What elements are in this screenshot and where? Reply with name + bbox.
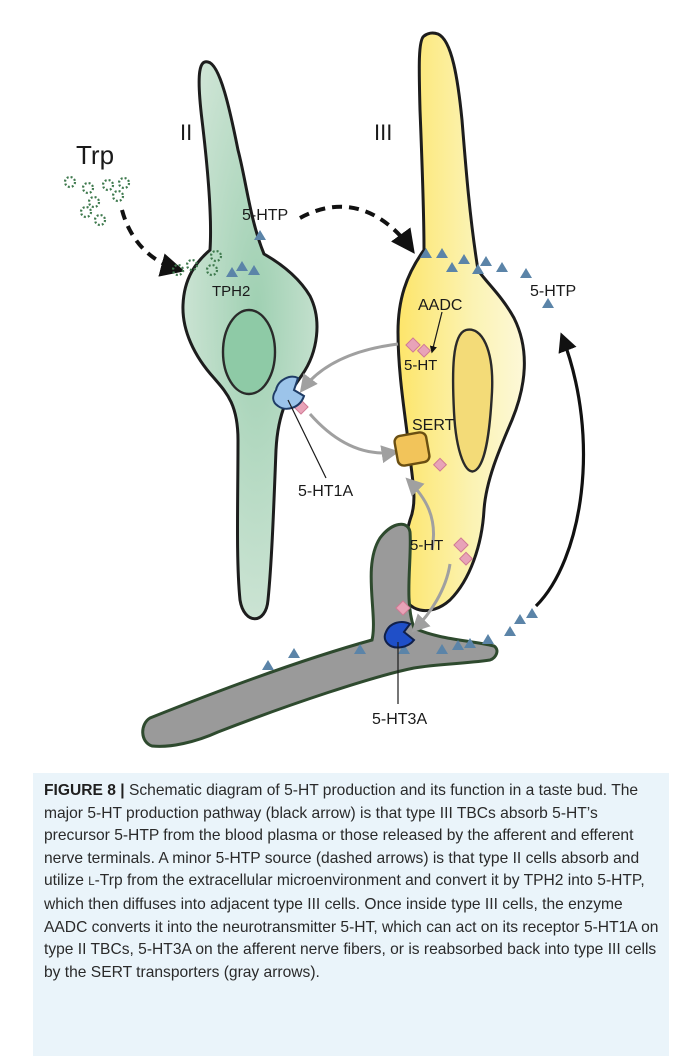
- trp-uptake-arrow: [122, 210, 180, 270]
- 5ht1a-label: 5-HT1A: [298, 483, 353, 500]
- 5ht3a-label: 5-HT3A: [372, 711, 427, 728]
- trp-label: Trp: [76, 140, 114, 170]
- htp-top-label: 5-HTP: [242, 207, 288, 224]
- htp-diffusion-arrow: [300, 207, 412, 250]
- type-ii-nucleus: [223, 310, 275, 394]
- figure-label: FIGURE 8 |: [44, 782, 125, 799]
- trp-molecule-icon: [65, 177, 221, 275]
- type-iii-cell: [398, 33, 524, 611]
- figure-caption: FIGURE 8 | Schematic diagram of 5-HT pro…: [44, 780, 664, 984]
- type-ii-label: II: [180, 120, 192, 145]
- type-iii-label: III: [374, 120, 392, 145]
- tph2-label: TPH2: [212, 283, 250, 300]
- type-iii-nucleus: [453, 330, 492, 472]
- taste-bud-diagram: II III Trp 5-HTP 5-HTP TPH2 AADC 5-HT SE…: [0, 0, 673, 770]
- caption-text-part2: -Trp from the extracellular microenviron…: [44, 872, 658, 980]
- sert-label: SERT: [412, 417, 455, 434]
- leader-5ht1a: [288, 400, 326, 478]
- ht-to-5ht1a-arrow: [302, 344, 398, 390]
- ht-lower-label: 5-HT: [410, 537, 443, 554]
- ht-upper-label: 5-HT: [404, 357, 437, 374]
- aadc-label: AADC: [418, 297, 462, 314]
- transporter-icon: [394, 431, 431, 466]
- ht-reuptake-arrow: [310, 414, 396, 453]
- htp-right-label: 5-HTP: [530, 283, 576, 300]
- major-pathway-arrow: [536, 336, 583, 606]
